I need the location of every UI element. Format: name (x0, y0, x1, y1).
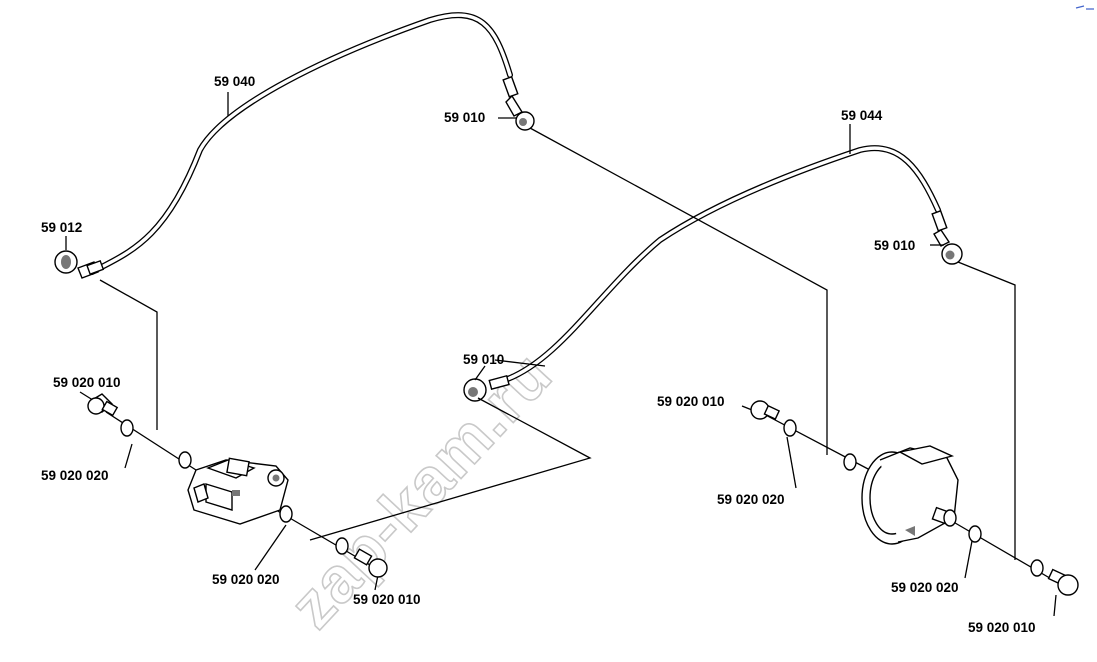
bolt-right-bottom (1047, 568, 1079, 596)
washer-left-1 (120, 419, 134, 437)
valve-right (861, 445, 959, 545)
label-washers-right: 59 020 020 (717, 492, 785, 507)
label-washers-right-bottom: 59 020 020 (891, 580, 959, 595)
label-bolt-left-top: 59 020 010 (53, 375, 121, 390)
bolt-left-top (87, 393, 119, 417)
washer-left-3 (279, 505, 293, 523)
banjo-fitting-right (931, 209, 963, 265)
washer-right-3 (968, 525, 982, 543)
banjo-fitting-top (502, 75, 535, 131)
bolt-right-top (750, 400, 781, 420)
washer-left-4 (335, 537, 349, 555)
label-pipe-59040: 59 040 (214, 74, 255, 89)
pipe-59044 (502, 145, 941, 383)
washer-right-2 (843, 453, 857, 471)
washer-left-2 (178, 451, 192, 469)
banjo-fitting-left (54, 250, 105, 279)
washer-right-4 (1030, 559, 1044, 577)
pipe-59040 (89, 12, 513, 275)
label-fitting-mid: 59 010 (463, 352, 504, 367)
label-fitting-left: 59 012 (41, 220, 82, 235)
assembly-lines (65, 92, 1061, 617)
label-washers-left: 59 020 020 (41, 468, 109, 483)
label-bolt-left-bottom: 59 020 010 (353, 592, 421, 607)
label-fitting-right: 59 010 (874, 238, 915, 253)
bolt-left-bottom (353, 548, 388, 578)
label-pipe-59044: 59 044 (841, 108, 883, 123)
label-washers-left-bottom: 59 020 020 (212, 572, 280, 587)
corner-mark (1075, 5, 1094, 10)
label-fitting-top: 59 010 (444, 110, 485, 125)
pump-left (187, 457, 289, 525)
label-bolt-right-bottom: 59 020 010 (968, 620, 1036, 635)
washer-right-1 (783, 419, 797, 437)
label-bolt-right-top: 59 020 010 (657, 394, 725, 409)
